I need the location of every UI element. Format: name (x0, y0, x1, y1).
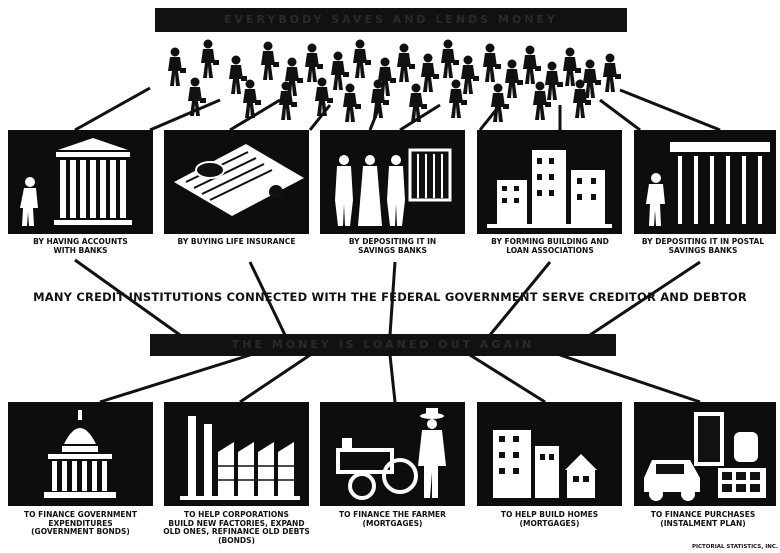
factory-icon (180, 416, 300, 500)
panel-postal-savings (634, 130, 776, 234)
post-office-icon (646, 142, 770, 226)
panel-building-loan (477, 130, 622, 234)
capitol-icon (44, 410, 116, 498)
city-buildings-icon (487, 150, 612, 228)
saving-caption-1: BY HAVING ACCOUNTS WITH BANKS (33, 237, 128, 255)
panel-homes (477, 402, 622, 506)
top-banner: EVERYBODY SAVES AND LENDS MONEY (155, 8, 627, 32)
panel-corporations (164, 402, 309, 506)
lending-caption-5: TO FINANCE PURCHASES (INSTALMENT PLAN) (650, 510, 756, 528)
lending-caption-2: TO HELP CORPORATIONS BUILD NEW FACTORIES… (163, 510, 310, 545)
credit-line: PICTORIAL STATISTICS, INC. (691, 544, 778, 550)
homes-icon (493, 430, 597, 498)
panel-bank-accounts (8, 130, 153, 234)
panel-government (8, 402, 153, 506)
savings-bank-icon (335, 148, 452, 226)
lending-caption-1: TO FINANCE GOVERNMENT EXPENDITURES (GOVE… (24, 510, 137, 536)
panel-savings-banks (320, 130, 465, 234)
car-appliances-icon (644, 412, 766, 501)
saving-caption-3: BY DEPOSITING IT IN SAVINGS BANKS (348, 237, 437, 255)
panel-farmer (320, 402, 465, 506)
lending-caption-4: TO HELP BUILD HOMES (MORTGAGES) (500, 510, 599, 528)
lending-caption-3: TO FINANCE THE FARMER (MORTGAGES) (339, 510, 446, 528)
top-banner-text: EVERYBODY SAVES AND LENDS MONEY (224, 13, 558, 26)
panel-life-insurance (164, 130, 309, 234)
saving-caption-2: BY BUYING LIFE INSURANCE (177, 237, 296, 246)
middle-banner: THE MONEY IS LOANED OUT AGAIN (150, 334, 616, 356)
panel-purchases (634, 402, 776, 506)
insurance-policy-icon (174, 144, 304, 216)
saving-caption-5: BY DEPOSITING IT IN POSTAL SAVINGS BANKS (641, 237, 765, 255)
connector-text: MANY CREDIT INSTITUTIONS CONNECTED WITH … (33, 290, 747, 304)
middle-banner-text: THE MONEY IS LOANED OUT AGAIN (231, 338, 535, 351)
saving-caption-4: BY FORMING BUILDING AND LOAN ASSOCIATION… (491, 237, 609, 255)
farmer-tractor-icon (336, 408, 446, 500)
bank-building-icon (20, 138, 132, 226)
